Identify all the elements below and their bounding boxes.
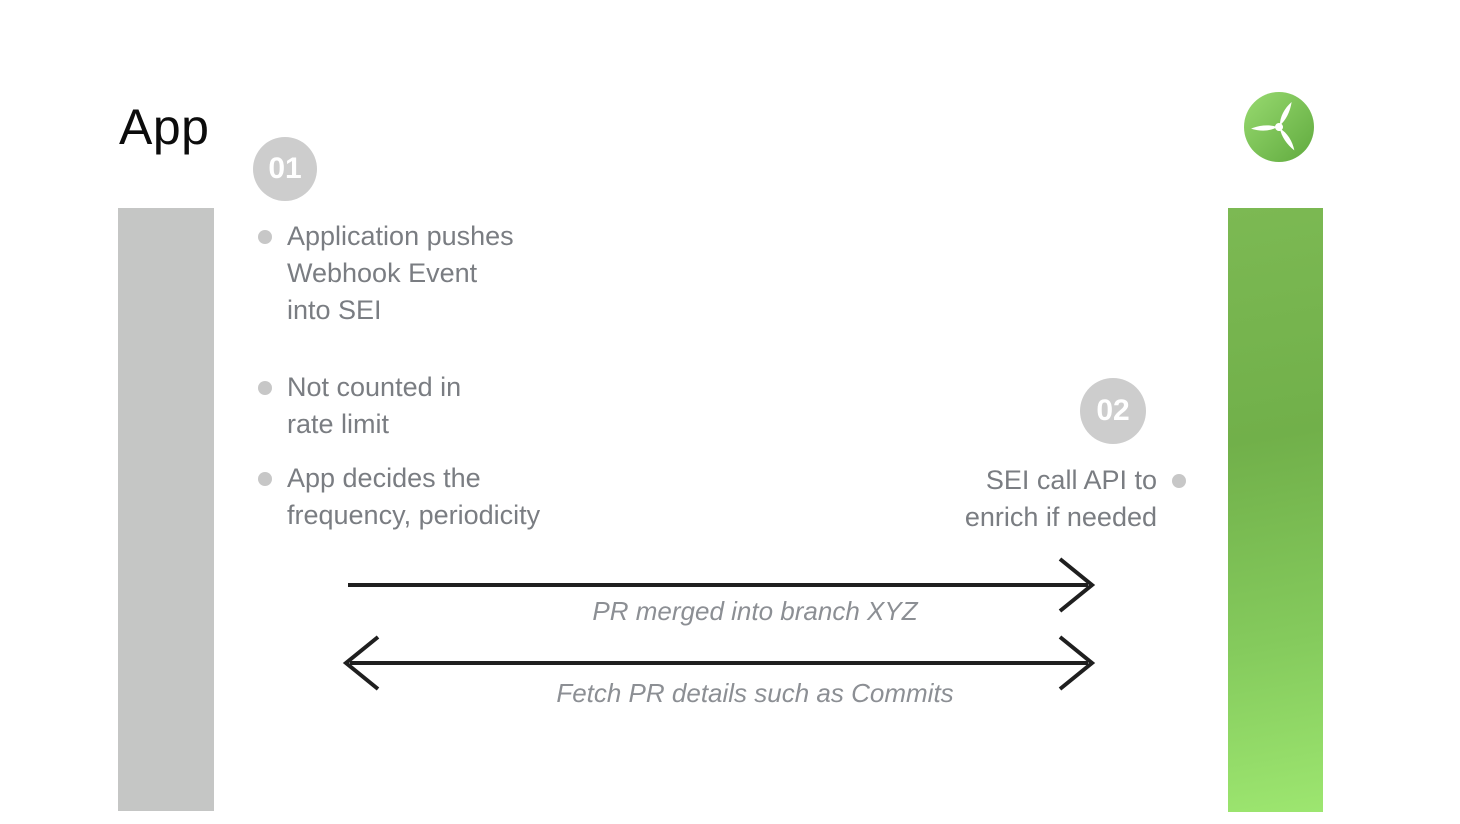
app-note-frequency: App decides the frequency, periodicity	[258, 460, 540, 534]
note-text: Not counted in rate limit	[287, 372, 462, 439]
bullet-dot-icon	[1172, 474, 1186, 488]
bullet-dot-icon	[258, 381, 272, 395]
note-text: App decides the frequency, periodicity	[287, 463, 541, 530]
app-note-rate-limit: Not counted in rate limit	[258, 369, 461, 443]
sei-lane-bar	[1228, 208, 1323, 812]
arrow-both-icon	[342, 635, 1096, 691]
propeller-logo-icon	[1244, 92, 1314, 162]
note-text: Application pushes Webhook Event into SE…	[287, 221, 514, 325]
arrow-right-icon	[348, 557, 1096, 613]
step-badge-02: 02	[1080, 378, 1146, 444]
app-note-webhook: Application pushes Webhook Event into SE…	[258, 218, 514, 329]
propeller-logo-svg	[1244, 92, 1314, 162]
arrow-label-fetch-pr: Fetch PR details such as Commits	[556, 678, 954, 708]
step-number-02: 02	[1096, 394, 1130, 427]
arrow-label-pr-merged: PR merged into branch XYZ	[592, 596, 918, 626]
step-number-01: 01	[268, 152, 302, 185]
step-badge-01: 01	[253, 137, 317, 201]
note-text: SEI call API to enrich if needed	[964, 465, 1157, 532]
app-lane-bar	[118, 208, 214, 811]
sei-note-enrich: SEI call API to enrich if needed	[965, 462, 1186, 536]
bullet-dot-icon	[258, 230, 272, 244]
page-title: App	[119, 99, 210, 155]
bullet-dot-icon	[258, 472, 272, 486]
